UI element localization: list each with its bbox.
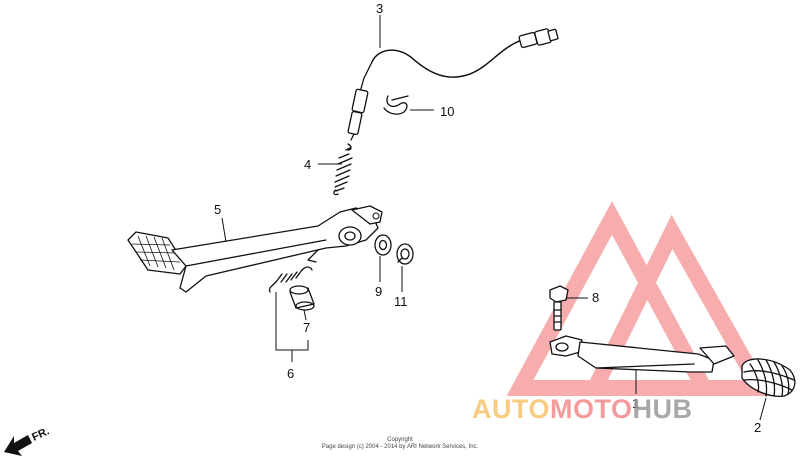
watermark-logo xyxy=(506,201,774,396)
callout-7: 7 xyxy=(303,320,310,335)
brake-pedal xyxy=(127,205,383,293)
bolt xyxy=(549,285,569,331)
callout-9: 9 xyxy=(375,284,382,299)
snap-ring xyxy=(396,243,414,265)
copyright-line-2: Page design (c) 2004 - 2014 by ARI Netwo… xyxy=(321,444,479,450)
callout-5: 5 xyxy=(214,202,221,217)
cable-clip xyxy=(383,95,409,115)
callout-10: 10 xyxy=(440,104,454,119)
pedal-grip-hatch xyxy=(131,235,181,271)
pivot-collar xyxy=(289,285,315,311)
callouts: 3 10 4 5 9 11 7 6 8 1 2 xyxy=(214,1,761,435)
stop-switch-spring xyxy=(333,143,353,196)
callout-2: 2 xyxy=(754,420,761,435)
return-spring xyxy=(268,266,313,293)
leader-lines xyxy=(221,15,767,421)
callout-8: 8 xyxy=(592,290,599,305)
callout-4: 4 xyxy=(304,157,311,172)
watermark-moto: MOTO xyxy=(550,394,633,424)
svg-text:AUTOMOTOHUB: AUTOMOTOHUB xyxy=(472,394,693,424)
watermark-auto: AUTO xyxy=(472,394,550,424)
copyright-line-1: Copyright xyxy=(387,437,413,443)
washer xyxy=(374,234,392,256)
stop-switch-cable xyxy=(347,28,559,141)
gearshift-lever xyxy=(549,335,735,373)
callout-1: 1 xyxy=(632,396,639,411)
callout-11: 11 xyxy=(394,294,408,309)
callout-3: 3 xyxy=(376,1,383,16)
watermark-brand: AUTOMOTOHUB xyxy=(472,394,693,424)
watermark-hub: HUB xyxy=(633,394,693,424)
callout-6: 6 xyxy=(287,366,294,381)
arrow-left-icon xyxy=(4,435,32,456)
shift-rubber xyxy=(741,358,796,397)
